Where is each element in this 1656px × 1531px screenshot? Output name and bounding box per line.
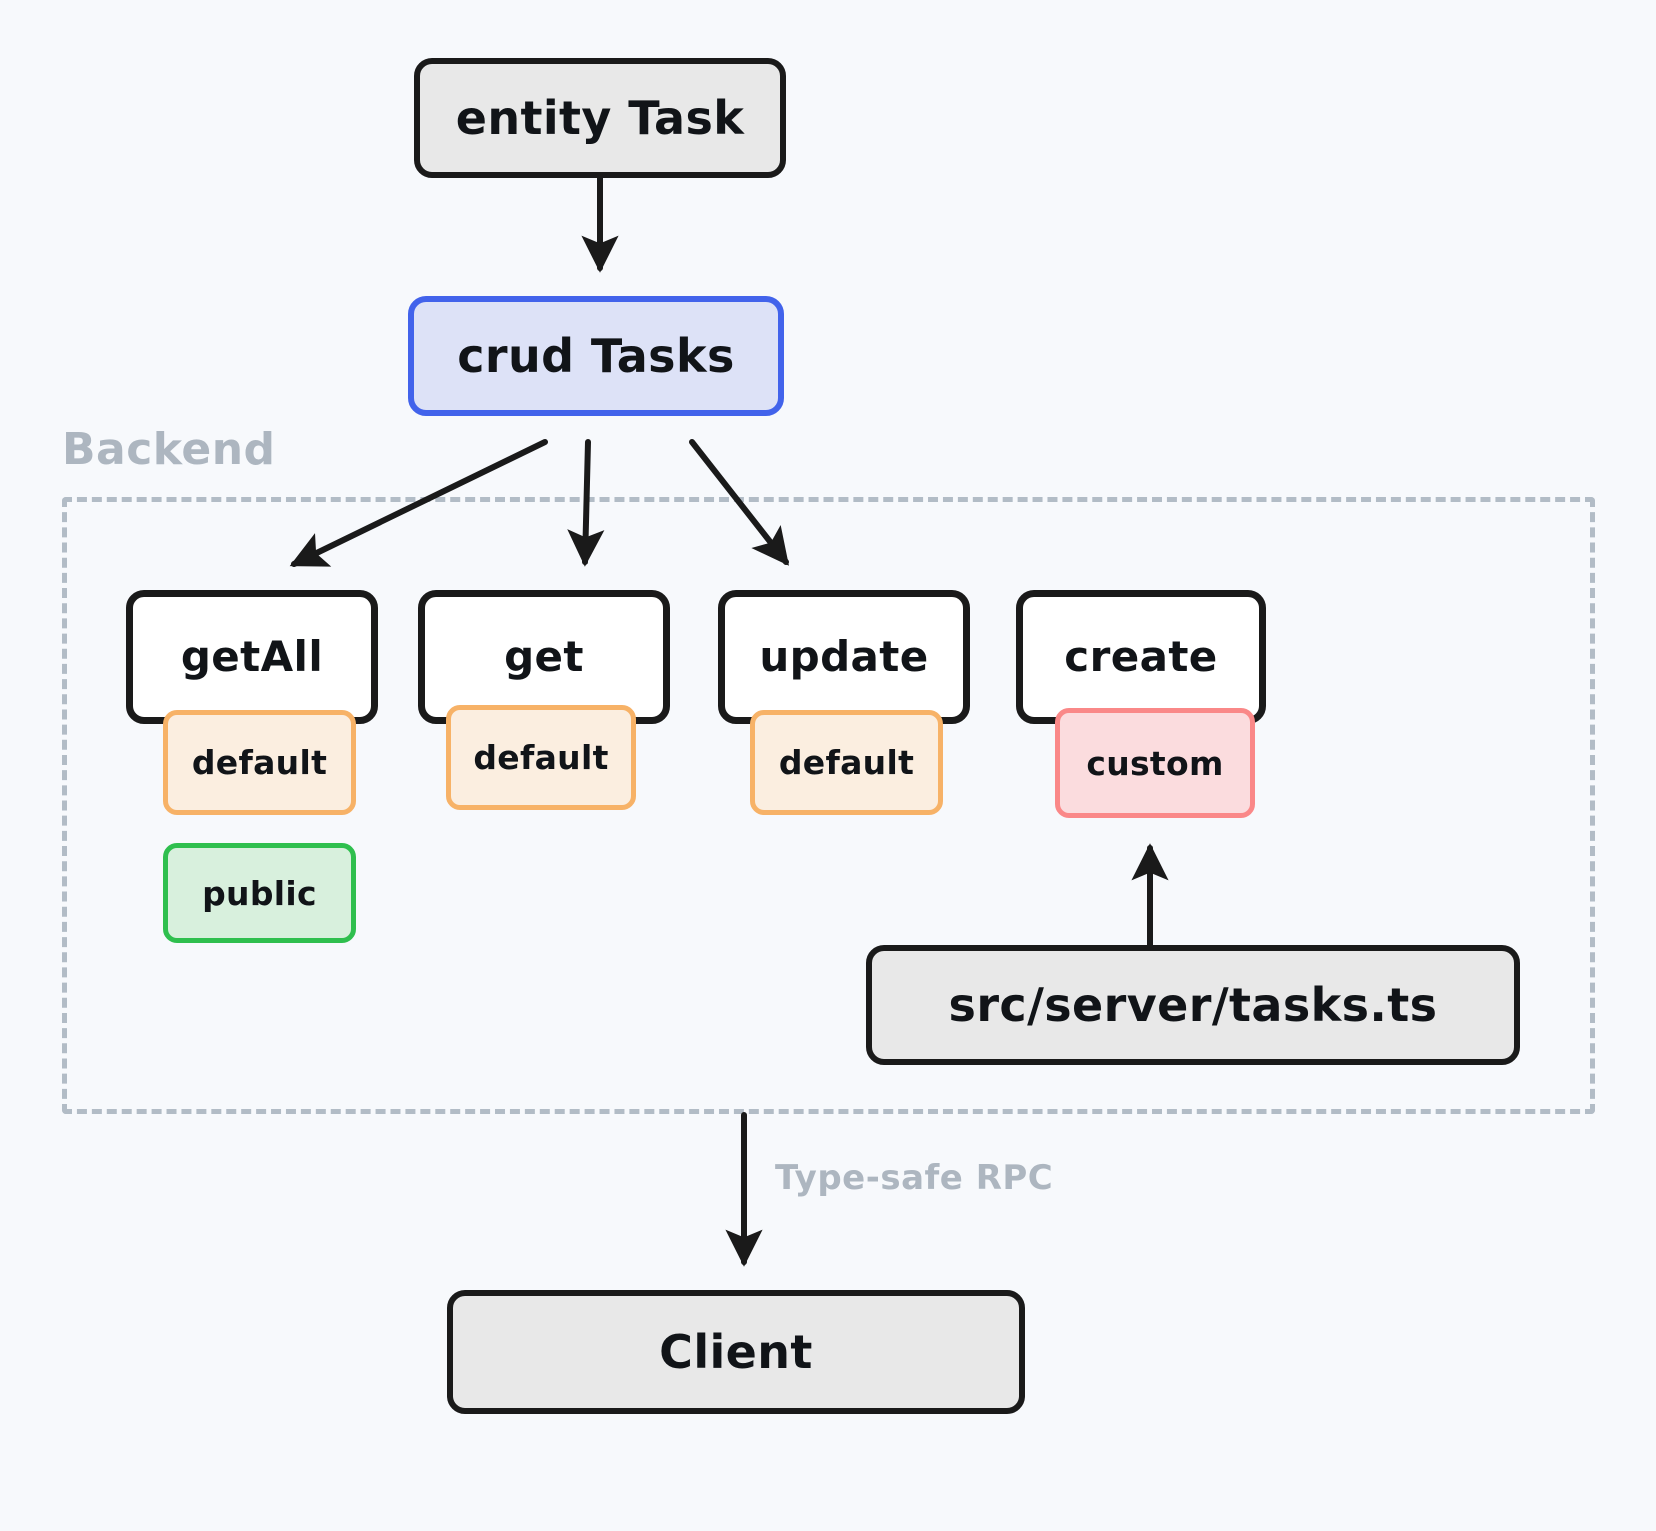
edge-label-type-safe-rpc: Type-safe RPC bbox=[775, 1158, 1054, 1198]
node-method-get-label: get bbox=[504, 631, 584, 681]
backend-group-caption: Backend bbox=[62, 424, 276, 475]
badge-getall-public[interactable]: public bbox=[163, 843, 356, 943]
node-entity-task[interactable]: entity Task bbox=[414, 58, 786, 178]
node-method-update[interactable]: update bbox=[718, 590, 970, 724]
node-method-get[interactable]: get bbox=[418, 590, 670, 724]
node-method-create-label: create bbox=[1064, 631, 1218, 681]
node-method-getall[interactable]: getAll bbox=[126, 590, 378, 724]
badge-create-custom[interactable]: custom bbox=[1055, 708, 1255, 818]
node-crud-tasks-label: crud Tasks bbox=[457, 328, 735, 383]
node-client[interactable]: Client bbox=[447, 1290, 1025, 1414]
backend-group-frame bbox=[62, 497, 1595, 1114]
node-client-label: Client bbox=[659, 1324, 813, 1379]
node-source-file-label: src/server/tasks.ts bbox=[948, 977, 1438, 1032]
badge-get-default[interactable]: default bbox=[446, 705, 636, 810]
node-crud-tasks[interactable]: crud Tasks bbox=[408, 296, 784, 416]
node-method-update-label: update bbox=[759, 631, 929, 681]
badge-getall-default[interactable]: default bbox=[163, 710, 356, 815]
node-entity-task-label: entity Task bbox=[455, 90, 745, 145]
node-source-file[interactable]: src/server/tasks.ts bbox=[866, 945, 1520, 1065]
node-method-create[interactable]: create bbox=[1016, 590, 1266, 724]
node-method-getall-label: getAll bbox=[180, 631, 324, 681]
badge-update-default[interactable]: default bbox=[750, 710, 943, 815]
